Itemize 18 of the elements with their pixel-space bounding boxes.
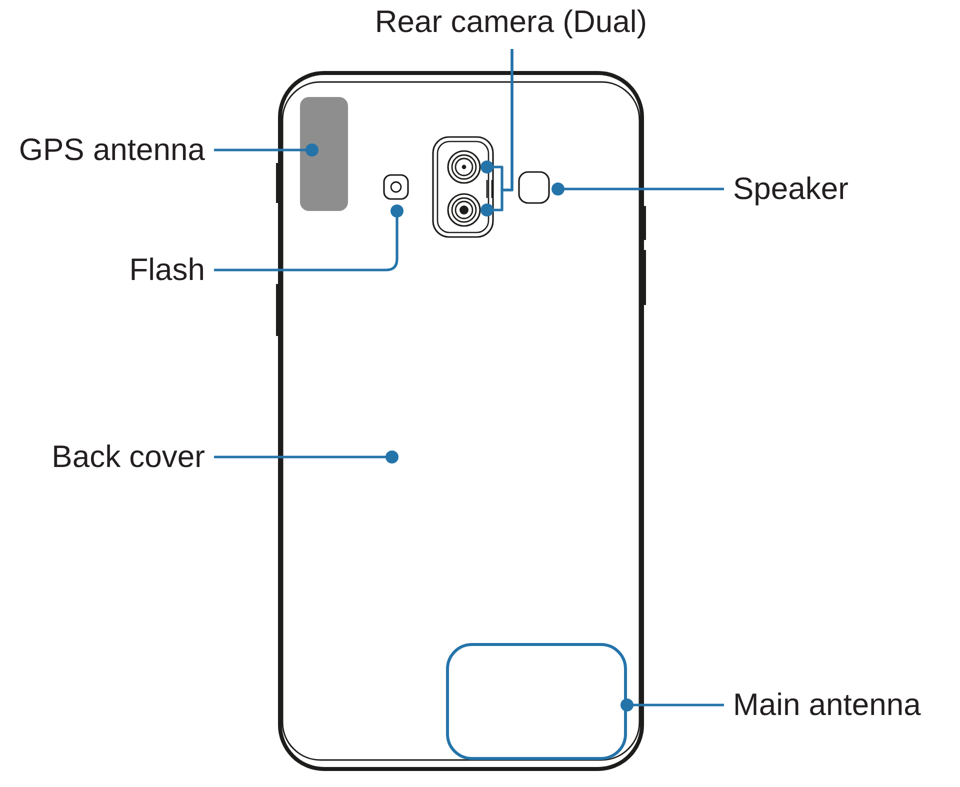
speaker-opening xyxy=(518,171,550,204)
flash-light xyxy=(383,174,409,200)
callout-label: Back cover xyxy=(52,439,205,475)
camera-lens xyxy=(447,150,481,184)
leader-line xyxy=(214,204,404,272)
main-antenna-outline xyxy=(446,643,627,760)
callout-label: GPS antenna xyxy=(18,132,205,168)
callout-label: Main antenna xyxy=(733,687,921,723)
camera-lens xyxy=(447,193,481,227)
leader-line xyxy=(620,698,724,712)
callout-label: Speaker xyxy=(733,171,848,207)
leader-line xyxy=(214,450,398,464)
callout-label: Rear camera (Dual) xyxy=(374,4,648,40)
leader-line xyxy=(552,182,724,196)
leader-line xyxy=(214,144,318,156)
gps-antenna-area xyxy=(300,97,348,211)
callout-label: Flash xyxy=(129,252,205,288)
phone-back-illustration xyxy=(274,70,648,772)
